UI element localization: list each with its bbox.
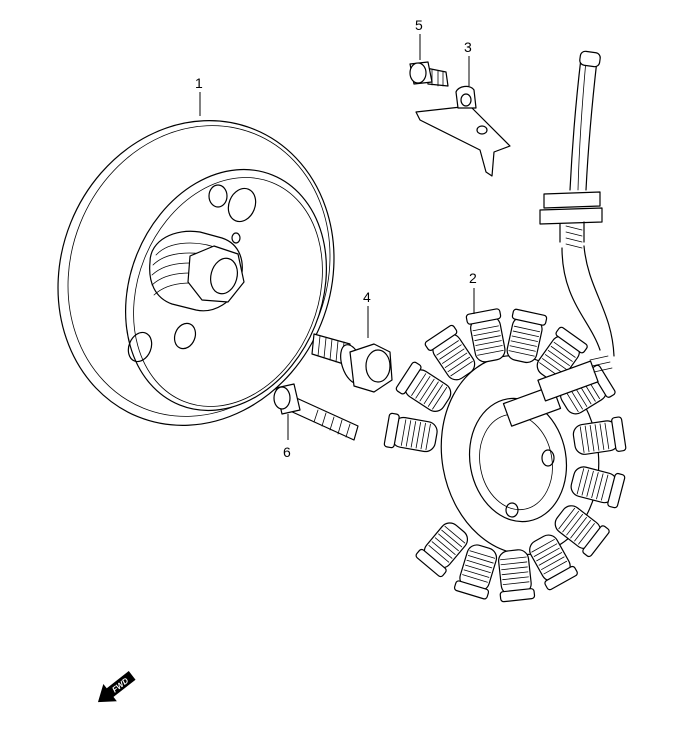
flange-bolt-4 [311,333,393,393]
stator-coil [465,308,506,363]
callouts: 1 2 3 4 5 6 [195,17,477,460]
stator-assembly [383,50,627,603]
callout-3: 3 [464,39,472,55]
stator-coil [424,324,476,381]
flywheel-rotor [57,120,335,426]
screw-5 [409,61,449,87]
stator-coil [415,522,469,578]
stator-coil [383,412,438,453]
stator-coil [453,544,498,600]
stator-coil [536,326,588,383]
stator-coil [570,466,626,509]
stator-bolt-6 [273,383,359,441]
callout-5: 5 [415,17,423,33]
stator-coil [395,361,452,412]
stator-coil [506,308,548,364]
callout-2: 2 [469,270,477,286]
stator-coil [498,549,536,603]
stator-coil [529,534,578,591]
callout-1: 1 [195,75,203,91]
callout-6: 6 [283,444,291,460]
fwd-arrow-icon: FWD [97,671,136,703]
stator-coil [554,505,610,558]
stator-coil [572,416,627,455]
wire-clamp-bracket [415,85,511,177]
callout-4: 4 [363,289,371,305]
